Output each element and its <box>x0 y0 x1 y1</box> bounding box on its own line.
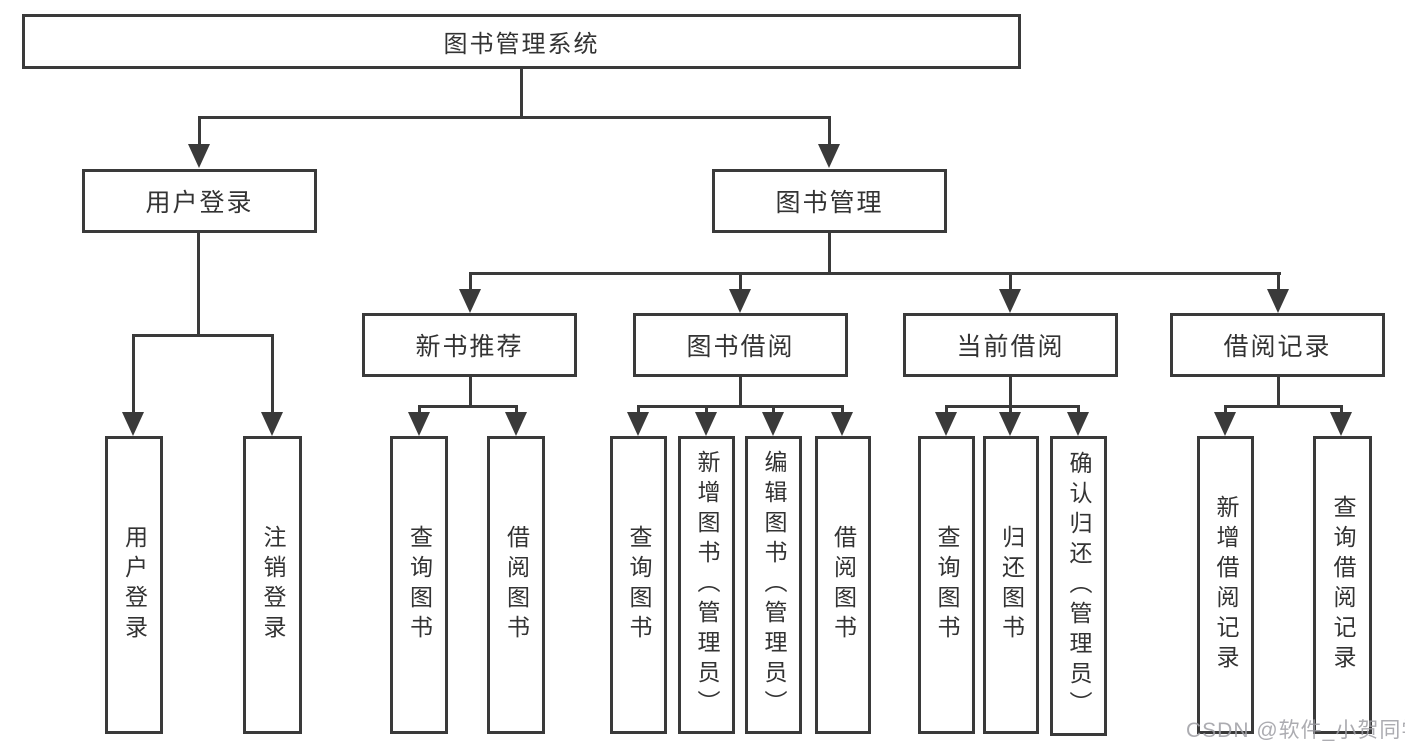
node-book-management: 图书管理 <box>712 169 947 233</box>
leaf-add-borrow-record: 新增借阅记录 <box>1197 436 1254 734</box>
arrow-down-icon <box>627 412 649 436</box>
node-label: 新增借阅记录 <box>1213 495 1239 675</box>
arrow-down-icon <box>695 412 717 436</box>
node-new-book-recommend: 新书推荐 <box>362 313 577 377</box>
node-label: 查询图书 <box>406 525 433 645</box>
connector-records-stem-1 <box>1224 405 1227 417</box>
arrow-down-icon <box>762 412 784 436</box>
connector-recommend-vline <box>469 377 472 408</box>
node-label: 查询图书 <box>934 525 960 645</box>
node-root-library-system: 图书管理系统 <box>22 14 1021 69</box>
node-label: 图书管理 <box>775 189 884 217</box>
connector-current-stem-2 <box>1009 405 1012 417</box>
arrow-down-icon <box>1267 289 1289 313</box>
connector-userlogin-vline <box>197 233 200 337</box>
connector-recommend-stem-1 <box>418 405 421 417</box>
csdn-watermark: CSDN @软件_小贺同学 <box>1186 719 1405 742</box>
connector-bookmgmt-stem-2 <box>739 272 742 292</box>
connector-userlogin-hline <box>132 334 274 337</box>
connector-bookmgmt-vline <box>828 233 831 275</box>
leaf-logout-login: 注销登录 <box>243 436 302 734</box>
leaf-return-book: 归还图书 <box>983 436 1039 734</box>
connector-records-vline <box>1277 377 1280 408</box>
connector-records-hline <box>1224 405 1343 408</box>
leaf-query-books-borrowing: 查询图书 <box>610 436 667 734</box>
node-label: 编辑图书（管理员） <box>761 450 787 720</box>
connector-borrowing-stem-4 <box>841 405 844 417</box>
node-label: 新书推荐 <box>415 333 524 361</box>
leaf-user-login: 用户登录 <box>105 436 163 734</box>
connector-recommend-hline <box>418 405 518 408</box>
leaf-query-borrow-record: 查询借阅记录 <box>1313 436 1372 734</box>
connector-current-vline <box>1009 377 1012 408</box>
arrow-down-icon <box>459 289 481 313</box>
connector-root-hline <box>198 116 831 119</box>
node-borrowing-records: 借阅记录 <box>1170 313 1385 377</box>
connector-current-hline <box>945 405 1080 408</box>
node-label: 确认归还（管理员） <box>1066 451 1092 721</box>
node-current-borrowing: 当前借阅 <box>903 313 1118 377</box>
node-label: 借阅图书 <box>830 525 857 645</box>
connector-borrowing-stem-1 <box>637 405 640 417</box>
connector-bookmgmt-hline <box>469 272 1281 275</box>
connector-userlogin-stem-left <box>132 334 135 414</box>
node-label: 图书借阅 <box>686 333 795 361</box>
connector-bookmgmt-stem-3 <box>1009 272 1012 292</box>
connector-borrowing-stem-2 <box>705 405 708 417</box>
node-label: 借阅记录 <box>1223 333 1332 361</box>
arrow-down-icon <box>1067 412 1089 436</box>
arrow-down-icon <box>188 144 210 168</box>
connector-current-stem-3 <box>1077 405 1080 417</box>
node-label: 用户登录 <box>121 525 148 645</box>
node-label: 注销登录 <box>260 525 286 645</box>
leaf-query-books-current: 查询图书 <box>918 436 975 734</box>
connector-userlogin-stem-right <box>271 334 274 414</box>
connector-root-stem-right <box>828 116 831 148</box>
node-label: 借阅图书 <box>503 525 530 645</box>
node-label: 当前借阅 <box>956 333 1065 361</box>
connector-borrowing-hline <box>637 405 844 408</box>
node-label: 新增图书（管理员） <box>694 450 720 720</box>
arrow-down-icon <box>261 412 283 436</box>
node-label: 图书管理系统 <box>443 31 600 58</box>
connector-borrowing-vline <box>739 377 742 408</box>
connector-bookmgmt-stem-4 <box>1277 272 1280 292</box>
node-label: 查询图书 <box>626 525 652 645</box>
connector-root-vline <box>520 69 523 118</box>
node-user-login: 用户登录 <box>82 169 317 233</box>
connector-borrowing-stem-3 <box>772 405 775 417</box>
arrow-down-icon <box>729 289 751 313</box>
node-label: 用户登录 <box>145 189 254 217</box>
arrow-down-icon <box>935 412 957 436</box>
arrow-down-icon <box>122 412 144 436</box>
connector-root-stem-left <box>198 116 201 148</box>
arrow-down-icon <box>505 412 527 436</box>
arrow-down-icon <box>999 412 1021 436</box>
arrow-down-icon <box>831 412 853 436</box>
connector-recommend-stem-2 <box>515 405 518 417</box>
node-label: 归还图书 <box>998 525 1025 645</box>
leaf-edit-book-admin: 编辑图书（管理员） <box>745 436 802 734</box>
node-label: 查询借阅记录 <box>1330 495 1356 675</box>
connector-current-stem-1 <box>945 405 948 417</box>
arrow-down-icon <box>999 289 1021 313</box>
arrow-down-icon <box>1214 412 1236 436</box>
connector-records-stem-2 <box>1340 405 1343 417</box>
leaf-confirm-return-admin: 确认归还（管理员） <box>1050 436 1107 736</box>
leaf-borrow-books-borrowing: 借阅图书 <box>815 436 871 734</box>
arrow-down-icon <box>818 144 840 168</box>
leaf-add-book-admin: 新增图书（管理员） <box>678 436 735 734</box>
leaf-borrow-books-recommend: 借阅图书 <box>487 436 545 734</box>
arrow-down-icon <box>1330 412 1352 436</box>
leaf-query-books-recommend: 查询图书 <box>390 436 448 734</box>
arrow-down-icon <box>408 412 430 436</box>
node-book-borrowing: 图书借阅 <box>633 313 848 377</box>
connector-bookmgmt-stem-1 <box>469 272 472 292</box>
